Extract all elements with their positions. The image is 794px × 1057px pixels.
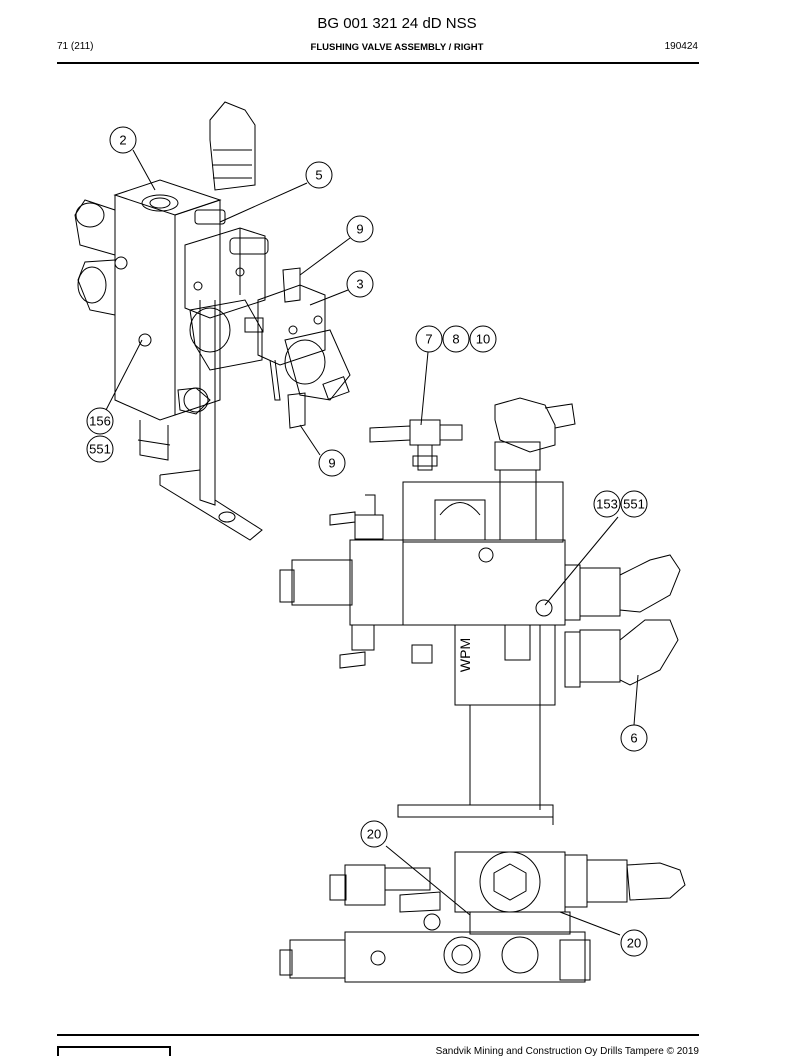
- balloon-10: 10: [469, 325, 497, 353]
- company-logo: [57, 1046, 171, 1056]
- balloon-9-lower: 9: [318, 449, 346, 477]
- balloon-9-upper: 9: [346, 215, 374, 243]
- svg-text:551: 551: [623, 497, 645, 512]
- svg-text:156: 156: [89, 414, 111, 429]
- balloon-153: 153: [593, 490, 621, 518]
- svg-text:2: 2: [119, 133, 126, 148]
- balloon-3: 3: [346, 270, 374, 298]
- front-valve-assembly: WPM: [279, 397, 681, 825]
- iso-valve-assembly: [74, 101, 351, 541]
- balloon-20-upper: 20: [360, 820, 388, 848]
- header-rule: [57, 62, 699, 64]
- balloon-20-lower: 20: [620, 929, 648, 957]
- balloon-6: 6: [620, 724, 648, 752]
- svg-text:551: 551: [89, 442, 111, 457]
- balloon-2: 2: [109, 126, 137, 154]
- copyright-notice: Sandvik Mining and Construction Oy Drill…: [435, 1046, 699, 1057]
- balloon-5: 5: [305, 161, 333, 189]
- svg-text:153: 153: [596, 497, 618, 512]
- svg-text:9: 9: [356, 222, 363, 237]
- svg-text:20: 20: [367, 827, 381, 842]
- bottom-valve-assembly: [279, 851, 686, 983]
- svg-text:9: 9: [328, 456, 335, 471]
- balloon-551-lower: 551: [620, 490, 648, 518]
- svg-text:8: 8: [452, 332, 459, 347]
- svg-text:5: 5: [315, 168, 322, 183]
- balloon-8: 8: [442, 325, 470, 353]
- leader-lines: [105, 149, 639, 936]
- balloon-551-upper: 551: [86, 435, 114, 463]
- document-title: BG 001 321 24 dD NSS: [317, 15, 477, 32]
- svg-text:7: 7: [425, 332, 432, 347]
- parts-drawing: WPM 2: [74, 101, 686, 983]
- svg-text:6: 6: [630, 731, 637, 746]
- date-code: 190424: [664, 41, 698, 52]
- balloon-156: 156: [86, 407, 114, 435]
- footer-rule: [57, 1034, 699, 1036]
- balloon-7: 7: [415, 325, 443, 353]
- svg-text:20: 20: [627, 936, 641, 951]
- page-number: 71 (211): [57, 41, 94, 52]
- wpm-marking: WPM: [457, 638, 473, 672]
- svg-text:3: 3: [356, 277, 363, 292]
- assembly-title: FLUSHING VALVE ASSEMBLY / RIGHT: [310, 42, 484, 53]
- svg-text:10: 10: [476, 332, 490, 347]
